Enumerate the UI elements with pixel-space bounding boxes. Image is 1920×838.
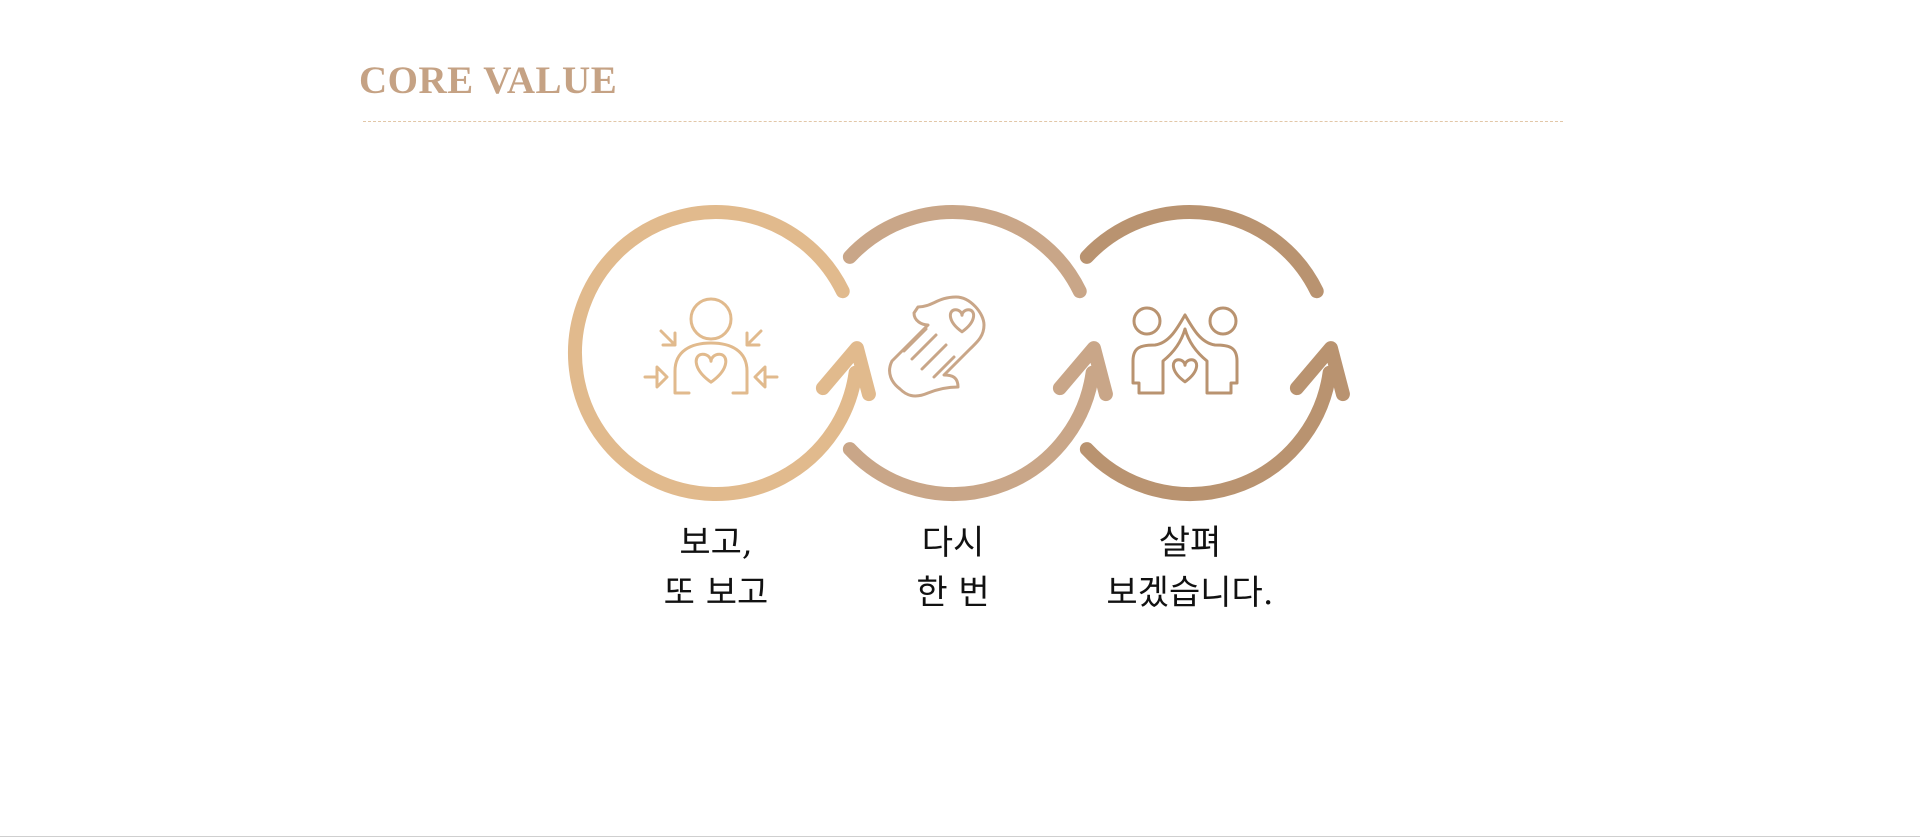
heart-icon (1171, 358, 1199, 384)
people-roof-outline (1131, 313, 1239, 395)
value-label-line1: 보고, (679, 523, 753, 563)
person-body (673, 341, 749, 395)
person-heart-focus-icon (643, 297, 779, 395)
value-label-line2: 또 보고 (663, 573, 769, 613)
heart-icon (694, 352, 728, 384)
arrowhead-icon (815, 341, 876, 402)
side-arrows-icon (643, 365, 779, 389)
finger-lines (902, 327, 956, 379)
cycle-arc-lower (1079, 365, 1337, 501)
cycle-arc-lower (842, 365, 1100, 501)
value-label-3: 살펴 보겠습니다. (1060, 518, 1320, 618)
hand-heart-icon (888, 295, 986, 398)
bottom-border (0, 836, 1920, 837)
person-head (689, 297, 733, 341)
value-label-line1: 다시 (921, 523, 985, 563)
inward-arrows-icon (659, 329, 763, 347)
person-head-right (1208, 306, 1238, 336)
hand-outline (888, 295, 986, 398)
section-title: CORE VALUE (359, 59, 618, 102)
value-label-line2: 보겠습니다. (1106, 573, 1274, 613)
heart-icon (948, 308, 976, 334)
cycle-arc-upper (1079, 205, 1324, 299)
cycle-arc (568, 205, 863, 501)
value-label-line2: 한 번 (916, 573, 990, 613)
cycle-arc-upper (842, 205, 1087, 299)
value-label-line1: 살펴 (1158, 523, 1222, 563)
person-head-left (1132, 306, 1162, 336)
value-label-1: 보고, 또 보고 (586, 518, 846, 618)
title-divider (363, 121, 1563, 122)
value-label-2: 다시 한 번 (823, 518, 1083, 618)
arrowhead-icon (1289, 341, 1350, 402)
arrowhead-icon (1052, 341, 1113, 402)
people-house-heart-icon (1131, 306, 1239, 395)
